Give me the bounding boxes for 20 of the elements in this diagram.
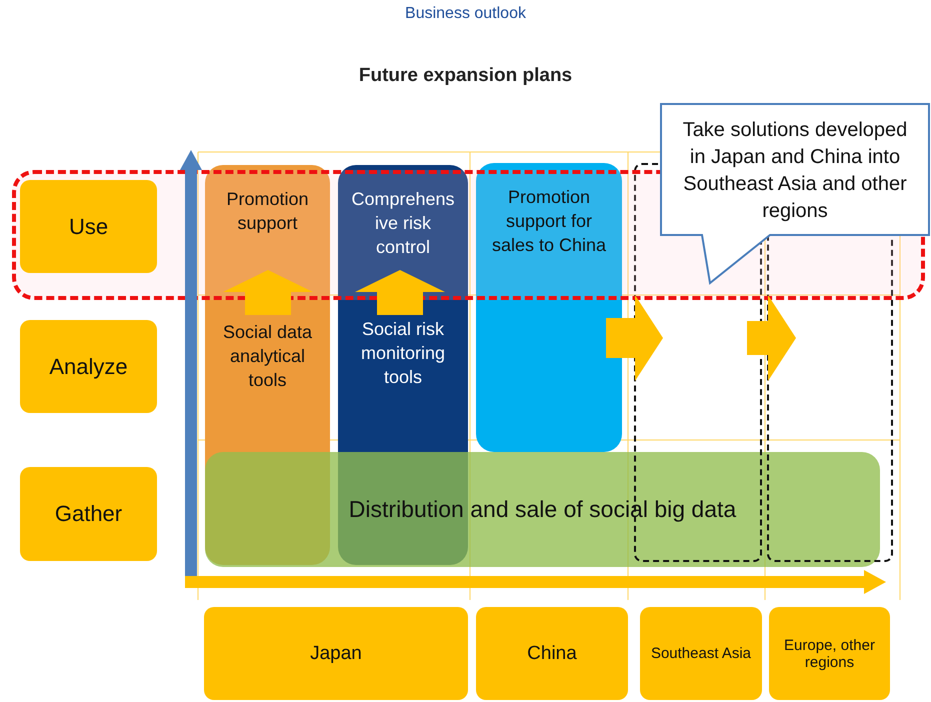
node-text: Social risk monitoring tools xyxy=(360,318,446,389)
node-text: Comprehens ive risk control xyxy=(350,188,456,259)
node-text: Distribution and sale of social big data xyxy=(348,496,736,523)
region-label: Japan xyxy=(204,607,468,700)
header-text: Business outlook xyxy=(404,5,527,23)
node-text: Take solutions developed in Japan and China into Southeast Asia and other regions xyxy=(682,118,908,224)
region-label: Southeast Asia xyxy=(640,607,762,700)
diagram-title: Future expansion plans xyxy=(358,65,574,87)
node-text: Promotion support xyxy=(225,188,310,235)
solution-column xyxy=(476,163,622,452)
block-arrow xyxy=(747,295,796,381)
row-label: Analyze xyxy=(20,320,157,413)
region-label: Europe, other regions xyxy=(769,607,890,700)
callout-tooltip xyxy=(660,103,930,285)
node-text: Social data analytical tools xyxy=(222,321,314,392)
block-arrow xyxy=(606,295,663,381)
row-label: Gather xyxy=(20,467,157,561)
node-text: Promotion support for sales to China xyxy=(490,186,608,257)
data-band xyxy=(205,452,880,567)
region-label: China xyxy=(476,607,628,700)
